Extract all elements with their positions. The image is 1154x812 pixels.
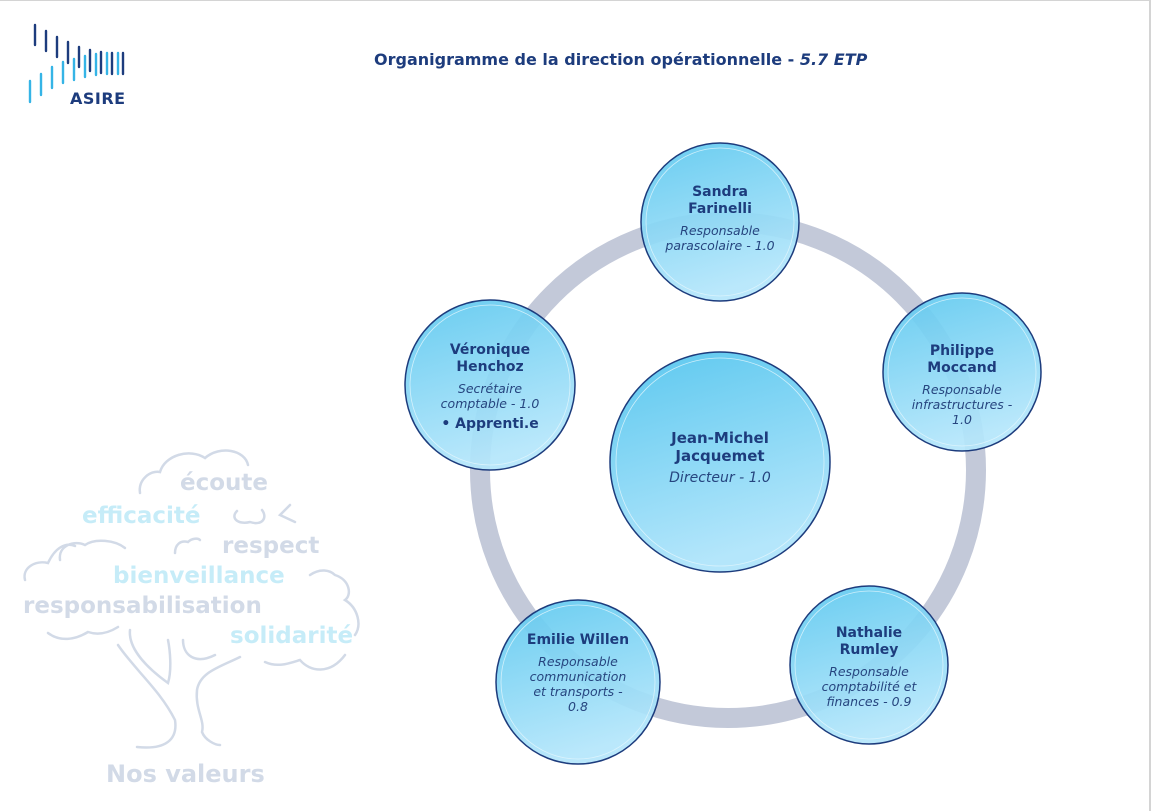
member-bubble-1 xyxy=(640,142,800,302)
director-role: Directeur - 1.0 xyxy=(669,470,771,486)
tree-branch-mid-2 xyxy=(181,638,217,661)
logo-bars-icon xyxy=(28,23,125,104)
tree-branch-mid xyxy=(128,628,172,686)
center-bubble xyxy=(609,351,831,573)
member-name: Philippe xyxy=(929,343,995,359)
tree-cloud-mid xyxy=(173,537,202,555)
apprentice-bullet: • Apprenti.e xyxy=(441,416,539,432)
tree-cloud-curl-2 xyxy=(277,503,297,524)
member-bubble-4 xyxy=(495,599,661,765)
values-caption: Nos valeurs xyxy=(106,760,265,788)
member-name: Farinelli xyxy=(688,200,752,217)
member-bubble-5 xyxy=(404,299,576,471)
member-bubble-3 xyxy=(789,585,949,745)
director-name-line1: Jean-Michel xyxy=(671,429,769,447)
value-bienveillance: bienveillance xyxy=(113,563,285,589)
value-efficacite: efficacité xyxy=(82,503,201,529)
tree-cloud-left-2 xyxy=(58,539,127,562)
member-bubble-2 xyxy=(882,292,1042,452)
title-text: Organigramme de la direction opérationne… xyxy=(374,50,800,69)
tree-cloud-bottom-left xyxy=(46,625,120,641)
member-name: Véronique xyxy=(449,342,531,358)
tree-cloud-top xyxy=(138,449,250,495)
member-name: Henchoz xyxy=(456,359,524,375)
node-director: Jean-Michel Jacquemet Directeur - 1.0 xyxy=(620,400,820,515)
value-responsabilisation: responsabilisation xyxy=(23,593,262,619)
tree-branch-right xyxy=(195,655,242,747)
value-respect: respect xyxy=(222,533,320,559)
tree-cloud-bottom-right xyxy=(263,653,347,671)
member-name: Rumley xyxy=(839,642,899,658)
director-name-line2: Jacquemet xyxy=(675,447,765,465)
value-solidarite: solidarité xyxy=(230,623,354,649)
member-name: Sandra xyxy=(692,183,748,200)
member-name: Moccand xyxy=(927,360,997,376)
title-etp: 5.7 ETP xyxy=(799,50,868,69)
member-name: Nathalie xyxy=(835,625,903,641)
member-name: Emilie Willen xyxy=(526,632,630,648)
page-title: Organigramme de la direction opérationne… xyxy=(374,50,867,69)
tree-cloud-right xyxy=(308,569,360,637)
value-ecoute: écoute xyxy=(180,470,269,496)
tree-cloud-curl-1 xyxy=(233,508,266,525)
logo-text: ASIRE xyxy=(70,89,126,108)
tree-branch-left xyxy=(116,643,177,749)
